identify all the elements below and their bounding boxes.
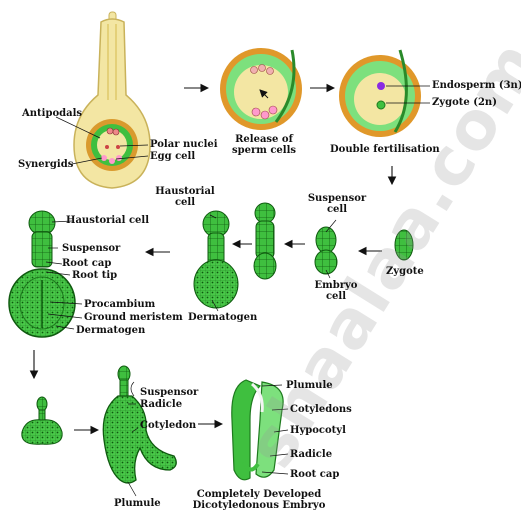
label-release-line-2: sperm cells — [232, 145, 296, 156]
label-suspensor-cell-line-1: Suspensor — [307, 193, 367, 204]
label-suspensor-bottom: Suspensor — [140, 387, 199, 398]
label-antipodals: Antipodals — [22, 108, 83, 119]
label-zygote-2n: Zygote (2n) — [432, 97, 497, 108]
label-ground-meristem: Ground meristem — [84, 312, 183, 323]
heart-stage — [8, 210, 76, 338]
label-radicle-right: Radicle — [290, 449, 333, 460]
proembryo-stage — [253, 202, 277, 280]
label-radicle-bottom: Radicle — [140, 399, 183, 410]
label-suspensor-cell-line-2: cell — [326, 204, 348, 215]
label-cotyledon: Cotyledon — [140, 420, 197, 431]
torpedo-stage — [102, 365, 177, 484]
label-polar-nuclei: Polar nuclei — [150, 139, 218, 150]
process-arrows — [29, 83, 397, 435]
caption-line-1: Completely Developed — [196, 489, 322, 500]
leader-lines — [45, 116, 337, 497]
caption: Completely Developed Dicotyledonous Embr… — [184, 489, 334, 511]
label-endosperm: Endosperm (3n) — [432, 80, 521, 91]
label-plumule-bottom: Plumule — [114, 498, 161, 509]
label-dermatogen-left: Dermatogen — [76, 325, 146, 336]
globular-stage — [193, 210, 239, 309]
label-embryo-cell-line-2: cell — [325, 291, 347, 302]
two-cell-stage — [314, 226, 338, 275]
label-haustorial-cell-mid: Haustorial cell — [150, 186, 220, 208]
label-suspensor-cell: Suspensor cell — [302, 193, 372, 215]
label-zygote: Zygote — [386, 266, 424, 277]
label-haustorial-cell-left: Haustorial cell — [66, 215, 149, 226]
label-suspensor-left: Suspensor — [62, 243, 121, 254]
label-procambium: Procambium — [84, 299, 156, 310]
label-embryo-cell-line-1: Embryo — [314, 280, 358, 291]
label-release-of-sperm: Release of sperm cells — [224, 134, 304, 156]
caption-line-2: Dicotyledonous Embryo — [192, 500, 326, 511]
label-root-cap-left: Root cap — [62, 258, 112, 269]
label-root-cap-right: Root cap — [290, 469, 340, 480]
mature-embryo — [231, 379, 284, 481]
label-haustorial-mid-line-2: cell — [174, 197, 196, 208]
label-hypocotyl: Hypocotyl — [290, 425, 346, 436]
release-sperm-stage — [220, 48, 302, 130]
label-release-line-1: Release of — [235, 134, 293, 145]
label-synergids: Synergids — [18, 159, 74, 170]
label-cotyledons: Cotyledons — [290, 404, 352, 415]
label-plumule-right: Plumule — [286, 380, 333, 391]
label-embryo-cell: Embryo cell — [306, 280, 366, 302]
double-fertilisation-stage — [339, 49, 430, 137]
label-double-fertilisation: Double fertilisation — [330, 144, 440, 155]
label-dermatogen-mid: Dermatogen — [188, 312, 258, 323]
label-root-tip: Root tip — [72, 270, 118, 281]
small-heart-embryo — [21, 396, 63, 445]
zygote-stage — [394, 229, 414, 261]
label-egg-cell: Egg cell — [150, 151, 196, 162]
label-haustorial-mid-line-1: Haustorial — [155, 186, 215, 197]
